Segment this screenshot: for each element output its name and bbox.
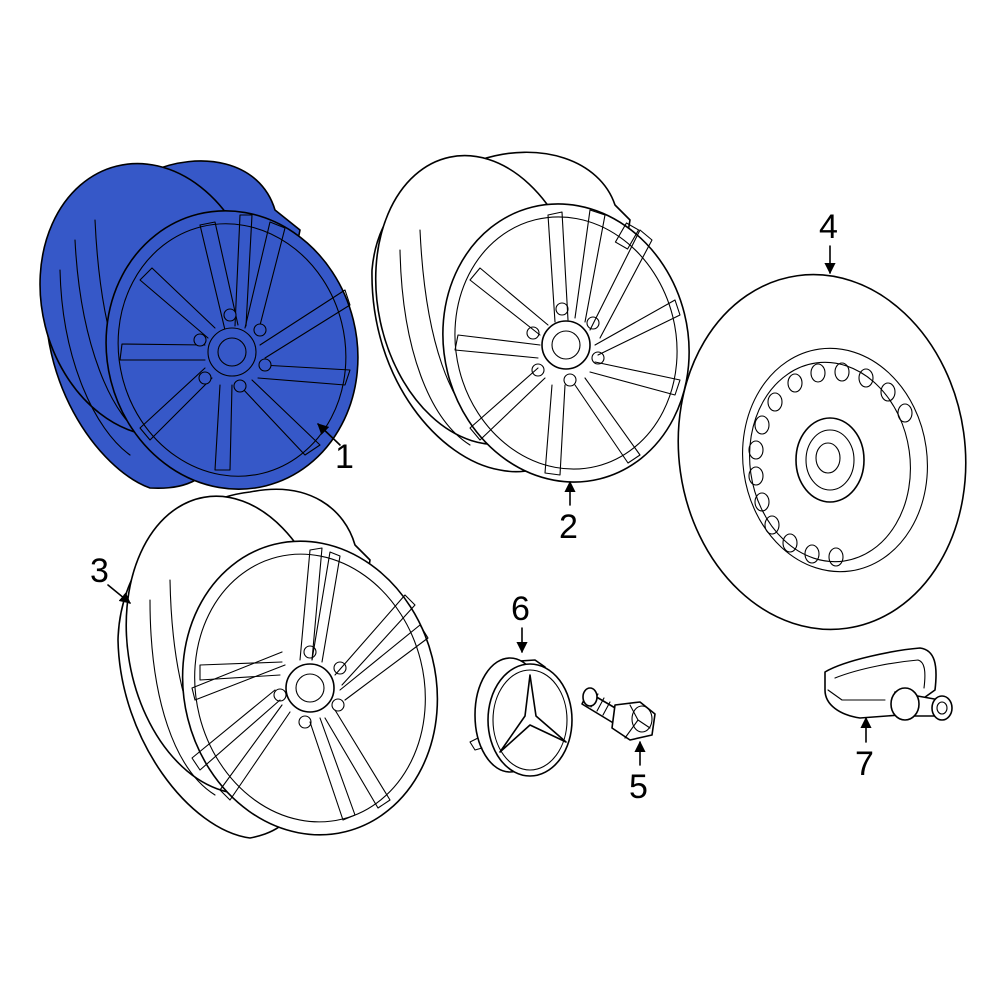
spare-tire-part-4[interactable] bbox=[656, 256, 989, 648]
callout-5: 5 bbox=[629, 740, 648, 806]
callout-1: 1 bbox=[317, 423, 354, 476]
callout-7: 7 bbox=[855, 716, 874, 783]
callout-6: 6 bbox=[511, 590, 530, 654]
svg-text:6: 6 bbox=[511, 590, 530, 628]
wheel-part-1[interactable] bbox=[12, 140, 387, 516]
wheel-bolt-part-5[interactable] bbox=[581, 687, 656, 741]
svg-text:2: 2 bbox=[559, 508, 578, 546]
callout-2: 2 bbox=[559, 480, 578, 546]
wheel-part-2[interactable] bbox=[350, 136, 718, 508]
wheel-part-3[interactable] bbox=[104, 480, 469, 863]
callout-3: 3 bbox=[90, 552, 131, 604]
svg-text:7: 7 bbox=[855, 745, 874, 783]
svg-text:3: 3 bbox=[90, 552, 109, 590]
svg-text:4: 4 bbox=[819, 208, 838, 246]
tpms-sensor-part-7[interactable] bbox=[824, 647, 953, 721]
center-cap-part-6[interactable] bbox=[469, 657, 573, 777]
callout-4: 4 bbox=[819, 208, 838, 275]
svg-text:5: 5 bbox=[629, 768, 648, 806]
svg-text:1: 1 bbox=[335, 438, 354, 476]
